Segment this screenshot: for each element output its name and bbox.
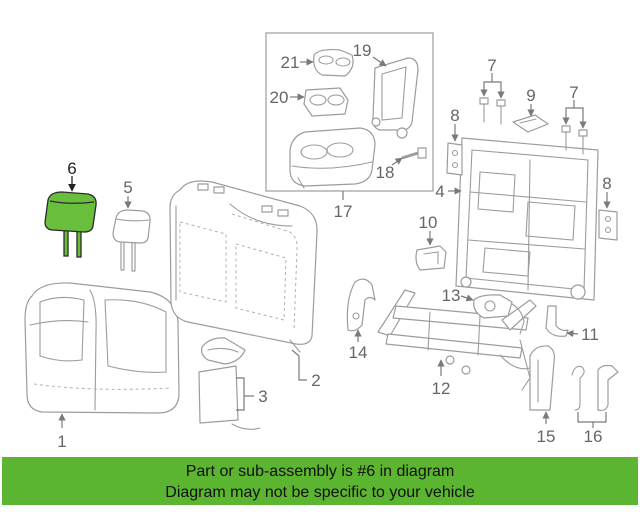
- armrest-panel-part-19: [371, 57, 419, 139]
- callout-14: 14: [349, 343, 368, 362]
- seat-cushion-part-1: [24, 282, 180, 414]
- callout-1: 1: [57, 432, 66, 451]
- leader-line-19: [372, 56, 387, 67]
- callout-8a: 8: [450, 106, 459, 125]
- callout-10: 10: [419, 213, 438, 232]
- clip-part-11: [545, 305, 569, 337]
- callout-8b: 8: [602, 174, 611, 193]
- callout-19: 19: [353, 41, 372, 60]
- callout-13: 13: [442, 286, 461, 305]
- callout-3: 3: [258, 387, 267, 406]
- callout-16: 16: [584, 427, 603, 446]
- leader-line-7a-left: [480, 81, 492, 97]
- group-box-part-17: [265, 32, 434, 192]
- leader-line-18: [391, 157, 403, 166]
- leader-line-3a: [236, 377, 245, 411]
- bolt-part-18: [401, 147, 427, 160]
- motor-part-13: [473, 294, 525, 335]
- cupholder-part-20: [303, 87, 349, 117]
- callout-9: 9: [526, 86, 535, 105]
- banner-background: [2, 457, 638, 505]
- base-frame-part-12: [377, 289, 537, 391]
- callout-18: 18: [376, 163, 395, 182]
- leader-line-7a-right: [492, 81, 505, 99]
- leader-line-13: [460, 294, 474, 302]
- callout-2: 2: [311, 371, 320, 390]
- armrest-part-17: [289, 127, 376, 189]
- leader-line-11: [566, 330, 579, 338]
- leader-line-16: [577, 412, 607, 423]
- banner-line-2: Diagram may not be specific to your vehi…: [165, 484, 475, 501]
- cupholder-top-part-21: [313, 48, 354, 77]
- callout-15: 15: [537, 427, 556, 446]
- hook-part-16: [571, 364, 619, 412]
- callout-12: 12: [432, 379, 451, 398]
- banner-line-1: Part or sub-assembly is #6 in diagram: [186, 463, 455, 480]
- callout-4: 4: [435, 182, 444, 201]
- leader-line-7b-left: [562, 107, 574, 125]
- seat-cover-part-3: [198, 337, 261, 430]
- callout-11: 11: [581, 325, 599, 344]
- callout-20: 20: [270, 88, 289, 107]
- info-banner: Part or sub-assembly is #6 in diagram Di…: [2, 457, 638, 505]
- callout-21: 21: [281, 53, 300, 72]
- seat-frame-part-4: [455, 137, 599, 301]
- bolts-part-7a: [479, 97, 506, 125]
- side-bracket-part-14: [346, 278, 376, 332]
- callout-6: 6: [67, 159, 76, 178]
- headrest-part-5: [112, 209, 151, 272]
- side-cover-part-15: [529, 345, 555, 411]
- bracket-part-9: [512, 114, 549, 133]
- seat-back-part-2: [169, 180, 318, 353]
- bolts-part-7b: [561, 125, 588, 155]
- leader-line-7b-right: [574, 107, 587, 129]
- leader-line-2: [291, 349, 307, 381]
- callout-5: 5: [123, 178, 132, 197]
- callout-17: 17: [334, 202, 353, 221]
- callout-7b: 7: [569, 83, 578, 102]
- callout-7a: 7: [487, 56, 496, 75]
- latch-cover-part-8a: [446, 142, 463, 176]
- headrest-part-6: [44, 191, 97, 258]
- hinge-part-10: [415, 245, 447, 271]
- latch-cover-part-8b: [598, 209, 618, 241]
